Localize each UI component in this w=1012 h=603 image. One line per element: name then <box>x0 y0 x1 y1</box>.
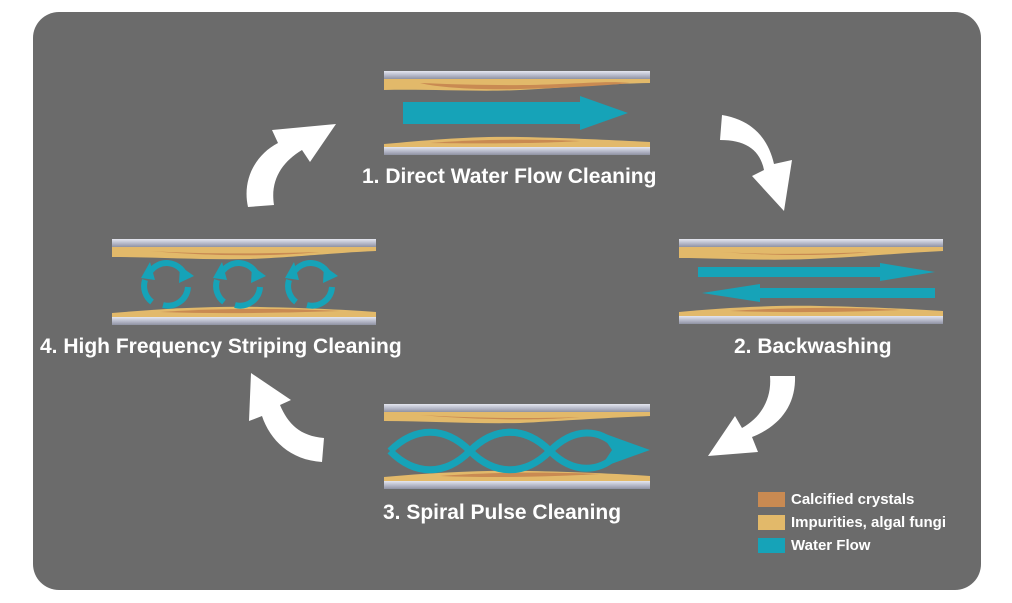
cycle-arrow-step1-to-step2 <box>720 115 792 211</box>
cycle-arrow-step4-to-step1 <box>246 124 336 207</box>
legend-swatch-water-flow <box>758 537 785 553</box>
pipe-top-wall <box>384 404 650 412</box>
pipe-direct-flow <box>384 71 650 155</box>
spiral-water-flow <box>387 428 618 474</box>
vortex-arrowhead <box>251 266 266 283</box>
pipe-top-wall <box>679 239 943 247</box>
legend-item: Impurities, algal fungi <box>758 511 946 533</box>
pipe-bottom-wall <box>384 481 650 489</box>
calcified-layer <box>150 251 320 256</box>
pipe-backwashing <box>679 239 943 324</box>
legend-label: Water Flow <box>791 536 871 554</box>
step-label-high-frequency: 4. High Frequency Striping Cleaning <box>40 335 402 358</box>
cycle-arrow-step3-to-step4 <box>249 373 324 462</box>
water-flow-arrow <box>403 96 628 130</box>
vortex-arrowhead <box>285 262 299 280</box>
pipe-bottom-wall <box>112 317 376 325</box>
step-label-backwashing: 2. Backwashing <box>734 335 892 358</box>
vortex-arrowhead <box>141 262 155 280</box>
legend-item: Calcified crystals <box>758 488 946 510</box>
water-flow-arrow-forward <box>698 263 935 281</box>
legend-swatch-impurities <box>758 514 785 530</box>
pipe-bottom-wall <box>679 316 943 324</box>
cycle-arrow-step2-to-step3 <box>708 376 796 456</box>
water-flow-arrow-backward <box>702 284 935 302</box>
legend-item: Water Flow <box>758 534 946 556</box>
impurity-layer <box>679 247 943 260</box>
impurity-layer <box>384 79 650 91</box>
calcified-layer <box>160 308 340 314</box>
step-label-direct-water-flow: 1. Direct Water Flow Cleaning <box>362 165 657 188</box>
vortex-arrowhead <box>179 266 194 283</box>
calcified-layer <box>420 415 580 420</box>
spiral-strand-b <box>387 428 618 474</box>
legend: Calcified crystals Impurities, algal fun… <box>758 488 946 557</box>
spiral-strand-a <box>467 428 553 454</box>
legend-label: Calcified crystals <box>791 490 915 508</box>
step-label-spiral-pulse: 3. Spiral Pulse Cleaning <box>383 501 622 524</box>
pipe-bottom-wall <box>384 147 650 155</box>
calcified-layer <box>420 82 630 90</box>
calcified-layer <box>730 307 900 313</box>
vortex-arrowhead <box>213 262 227 280</box>
pipe-top-wall <box>112 239 376 247</box>
calcified-layer <box>440 472 600 478</box>
impurity-layer <box>112 247 376 260</box>
calcified-layer <box>720 252 870 256</box>
impurity-layer <box>384 412 650 424</box>
pipe-high-frequency <box>112 239 376 325</box>
pipe-spiral-pulse <box>384 404 650 489</box>
legend-label: Impurities, algal fungi <box>791 513 947 531</box>
spiral-flow-arrowhead <box>600 432 650 468</box>
pipe-top-wall <box>384 71 650 79</box>
legend-swatch-calcified <box>758 491 785 507</box>
spiral-strand-a <box>387 428 618 474</box>
vortex-arrowhead <box>323 266 338 283</box>
calcified-layer <box>430 139 580 144</box>
